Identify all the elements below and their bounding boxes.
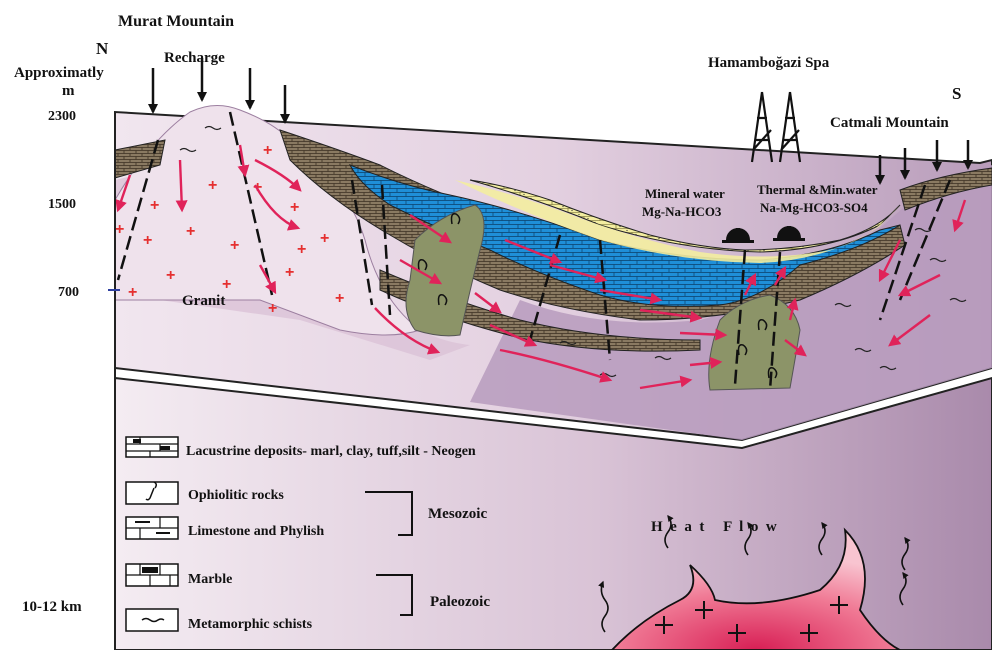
murat-mountain-label: Murat Mountain	[118, 13, 234, 30]
mesozoic-label: Mesozoic	[428, 506, 487, 522]
svg-text:+: +	[268, 300, 277, 317]
elevation-tick-700: 700	[58, 285, 79, 300]
thermal-water-chemistry: Na-Mg-HCO3-SO4	[760, 200, 868, 215]
thermal-water-label: Thermal &Min.water	[757, 182, 878, 197]
approximately-label: Approximatly	[14, 65, 104, 81]
legend-label-lacustrine: Lacustrine deposits- marl, clay, tuff,si…	[186, 444, 476, 459]
svg-text:+: +	[186, 223, 195, 240]
hamambogazi-spa-label: Hamamboğazi Spa	[708, 55, 830, 71]
north-label: N	[96, 39, 109, 58]
svg-text:+: +	[115, 221, 124, 238]
legend-swatch-marble	[126, 564, 178, 586]
svg-text:+: +	[230, 237, 239, 254]
svg-text:+: +	[285, 264, 294, 281]
svg-text:+: +	[143, 232, 152, 249]
heat-flow-label: H e a t F l o w	[651, 519, 777, 535]
legend-swatch-limestone	[126, 517, 178, 539]
unit-m-label: m	[62, 83, 75, 99]
svg-text:+: +	[297, 241, 306, 258]
svg-text:+: +	[222, 276, 231, 293]
svg-text:+: +	[150, 197, 159, 214]
svg-text:+: +	[166, 267, 175, 284]
svg-text:+: +	[208, 177, 217, 194]
paleozoic-label: Paleozoic	[430, 594, 490, 610]
south-label: S	[952, 84, 961, 103]
svg-text:+: +	[128, 284, 137, 301]
svg-text:+: +	[263, 142, 272, 159]
legend-label-schist: Metamorphic schists	[188, 617, 313, 632]
legend-label-limestone: Limestone and Phylish	[188, 524, 324, 539]
svg-text:+: +	[290, 199, 299, 216]
legend-swatch-lacustrine	[126, 437, 178, 457]
elevation-tick-2300: 2300	[48, 109, 76, 124]
legend-swatch-schist	[126, 609, 178, 631]
catmali-mountain-label: Catmali Mountain	[830, 115, 949, 131]
legend-label-marble: Marble	[188, 572, 232, 587]
elevation-tick-1500: 1500	[48, 197, 76, 212]
svg-text:+: +	[320, 230, 329, 247]
legend-label-ophiolite: Ophiolitic rocks	[188, 488, 284, 503]
mineral-water-chemistry: Mg-Na-HCO3	[642, 204, 722, 219]
granit-label: Granit	[182, 293, 225, 309]
svg-text:+: +	[335, 290, 344, 307]
recharge-label: Recharge	[164, 50, 225, 66]
mineral-water-label: Mineral water	[645, 186, 725, 201]
legend-swatch-ophiolite	[126, 482, 178, 504]
depth-label: 10-12 km	[22, 599, 82, 615]
